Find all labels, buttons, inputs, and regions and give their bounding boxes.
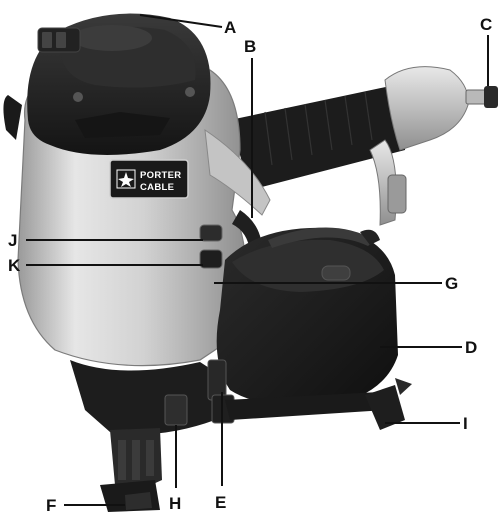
callout-h: H bbox=[169, 494, 181, 513]
brand-logo: PORTER CABLE bbox=[109, 159, 189, 199]
brand-line-2: CABLE bbox=[140, 182, 174, 193]
air-fitting bbox=[465, 86, 498, 108]
callout-j: J bbox=[8, 231, 17, 250]
leader-a bbox=[139, 14, 223, 28]
callout-g: G bbox=[445, 274, 458, 293]
callout-c: C bbox=[480, 15, 492, 34]
rear-handle-cap bbox=[369, 66, 469, 226]
handle-grip bbox=[230, 85, 409, 190]
callout-i: I bbox=[463, 414, 468, 433]
nose-assembly bbox=[70, 360, 220, 512]
brand-line-1: PORTER bbox=[140, 170, 181, 181]
leader-lines bbox=[26, 14, 489, 506]
coil-magazine bbox=[216, 227, 398, 406]
top-cap bbox=[27, 13, 211, 155]
callout-e: E bbox=[215, 493, 226, 512]
callout-b: B bbox=[244, 37, 256, 56]
side-bumper bbox=[3, 95, 22, 140]
depth-adjust-knob bbox=[199, 224, 223, 269]
callout-a: A bbox=[224, 18, 236, 37]
callout-k: K bbox=[8, 256, 21, 275]
callout-f: F bbox=[46, 496, 56, 515]
callout-d: D bbox=[465, 338, 477, 357]
callout-labels: A B C D E F G H I J K bbox=[8, 15, 492, 515]
rear-foot bbox=[365, 378, 412, 430]
star-icon bbox=[116, 169, 136, 189]
